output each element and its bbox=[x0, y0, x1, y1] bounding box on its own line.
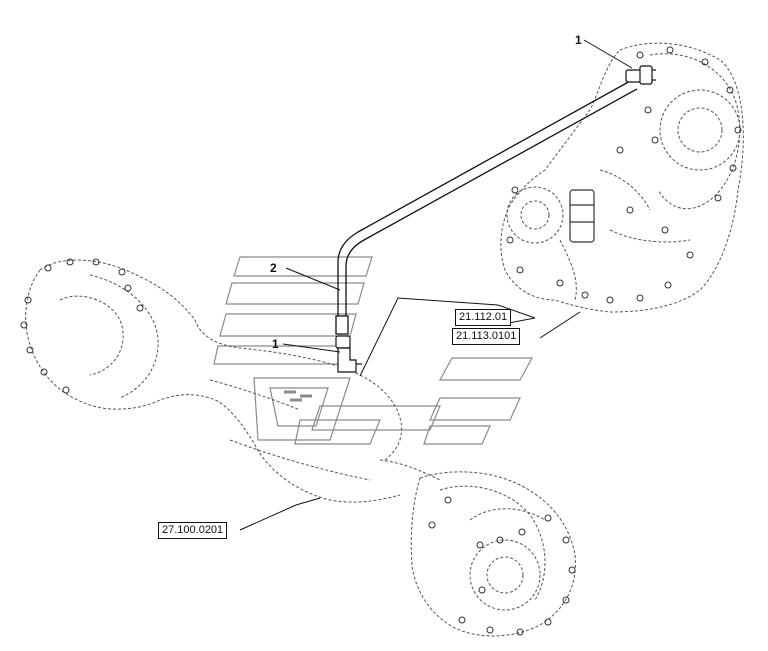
hydraulic-pipe bbox=[335, 79, 638, 335]
ref-link-21-112-01[interactable]: 21.112.01 bbox=[455, 309, 512, 326]
callout-item-1-top: 1 bbox=[575, 33, 582, 47]
transmission-bolts bbox=[506, 46, 742, 304]
ref-link-27-100-0201[interactable]: 27.100.0201 bbox=[158, 522, 228, 539]
axle-bolts bbox=[20, 258, 576, 636]
transmission-filter bbox=[569, 189, 595, 243]
elbow-fitting-bottom bbox=[335, 335, 362, 373]
callout-item-1-bottom: 1 bbox=[272, 337, 279, 351]
ref-link-21-113-0101[interactable]: 21.113.0101 bbox=[452, 328, 521, 345]
watermark-logo bbox=[213, 256, 534, 445]
transmission-housing bbox=[500, 42, 744, 313]
axle-housing bbox=[25, 259, 576, 637]
elbow-fitting-top bbox=[625, 65, 656, 85]
leader-lines bbox=[239, 39, 633, 531]
callout-item-2: 2 bbox=[270, 261, 277, 275]
